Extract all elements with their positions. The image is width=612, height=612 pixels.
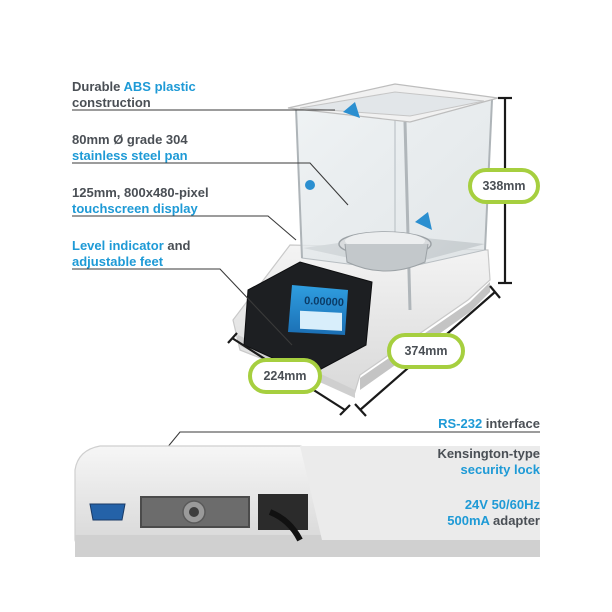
callout-text: construction [72, 95, 151, 110]
touchscreen-display [243, 261, 373, 376]
callout-pan: 80mm Ø grade 304 stainless steel pan [72, 132, 188, 164]
callout-text: adapter [489, 513, 540, 528]
callout-text: and [163, 238, 191, 253]
callout-highlight: ABS plastic [123, 79, 196, 94]
callout-kensington: Kensington-type security lock [437, 446, 540, 478]
height-dimension-badge: 338mm [468, 168, 540, 204]
callout-display: 125mm, 800x480-pixel touchscreen display [72, 185, 209, 217]
rear-panel [74, 445, 540, 557]
callout-abs-plastic: Durable ABS plastic construction [72, 79, 196, 111]
callout-adapter: 24V 50/60Hz 500mA adapter [447, 497, 540, 529]
callout-highlight: Level indicator [72, 238, 164, 253]
callout-text: 125mm, 800x480-pixel [72, 185, 209, 200]
callout-text: Durable [72, 79, 124, 94]
depth-dimension-badge: 374mm [387, 333, 465, 369]
callout-level: Level indicator and adjustable feet [72, 238, 190, 270]
callout-rs232: RS-232 interface [438, 416, 540, 432]
callout-text: Kensington-type [437, 446, 540, 461]
callout-highlight: 24V 50/60Hz [464, 497, 540, 512]
callout-highlight: 500mA [447, 513, 490, 528]
callout-text: interface [482, 416, 540, 431]
callout-highlight: adjustable feet [72, 254, 164, 269]
display-reading: 0.00000 [303, 294, 345, 310]
callout-highlight: security lock [460, 462, 541, 477]
callout-highlight: stainless steel pan [72, 148, 188, 163]
width-dimension-badge: 224mm [248, 358, 322, 394]
callout-highlight: RS-232 [438, 416, 483, 431]
callout-highlight: touchscreen display [72, 201, 198, 216]
callout-text: 80mm Ø grade 304 [72, 132, 188, 147]
draft-shield [287, 83, 499, 311]
weighing-pan [338, 231, 432, 272]
